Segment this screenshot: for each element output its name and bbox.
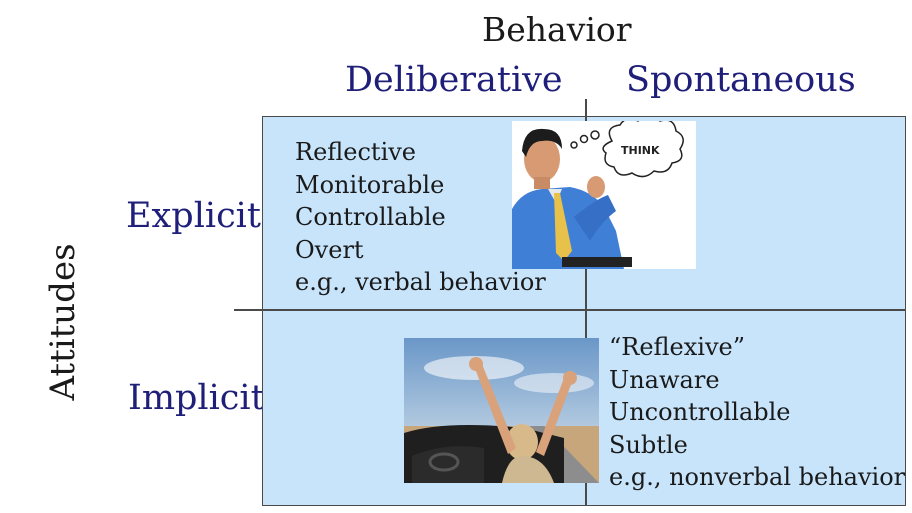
axis-label-attitudes: Attitudes bbox=[43, 243, 83, 401]
convertible-car-image bbox=[404, 338, 599, 483]
horizontal-divider bbox=[234, 309, 906, 311]
convertible-car-illustration bbox=[404, 338, 599, 483]
think-bubble-text: THINK bbox=[621, 144, 660, 157]
column-header-spontaneous: Spontaneous bbox=[626, 60, 856, 100]
row-header-implicit: Implicit bbox=[128, 378, 265, 418]
list-item: e.g., verbal behavior bbox=[295, 268, 546, 296]
list-item: Subtle bbox=[609, 430, 688, 459]
list-item: Reflective bbox=[295, 138, 417, 166]
explicit-deliberative-list: Reflective Monitorable Controllable Over… bbox=[295, 136, 546, 299]
list-item: Overt bbox=[295, 235, 364, 264]
list-item: e.g., nonverbal behavior bbox=[609, 463, 906, 491]
vertical-divider bbox=[585, 99, 587, 506]
row-header-explicit: Explicit bbox=[126, 196, 261, 236]
list-item: Monitorable bbox=[295, 170, 445, 199]
thinking-man-illustration: THINK bbox=[512, 121, 684, 269]
list-item: Controllable bbox=[295, 203, 446, 231]
thinking-man-image: THINK bbox=[512, 121, 696, 269]
column-header-deliberative: Deliberative bbox=[345, 60, 563, 100]
list-item: Unaware bbox=[609, 365, 720, 394]
list-item: “Reflexive” bbox=[609, 333, 745, 361]
implicit-spontaneous-list: “Reflexive” Unaware Uncontrollable Subtl… bbox=[609, 331, 905, 494]
axis-title-behavior: Behavior bbox=[482, 10, 632, 49]
list-item: Uncontrollable bbox=[609, 398, 791, 426]
